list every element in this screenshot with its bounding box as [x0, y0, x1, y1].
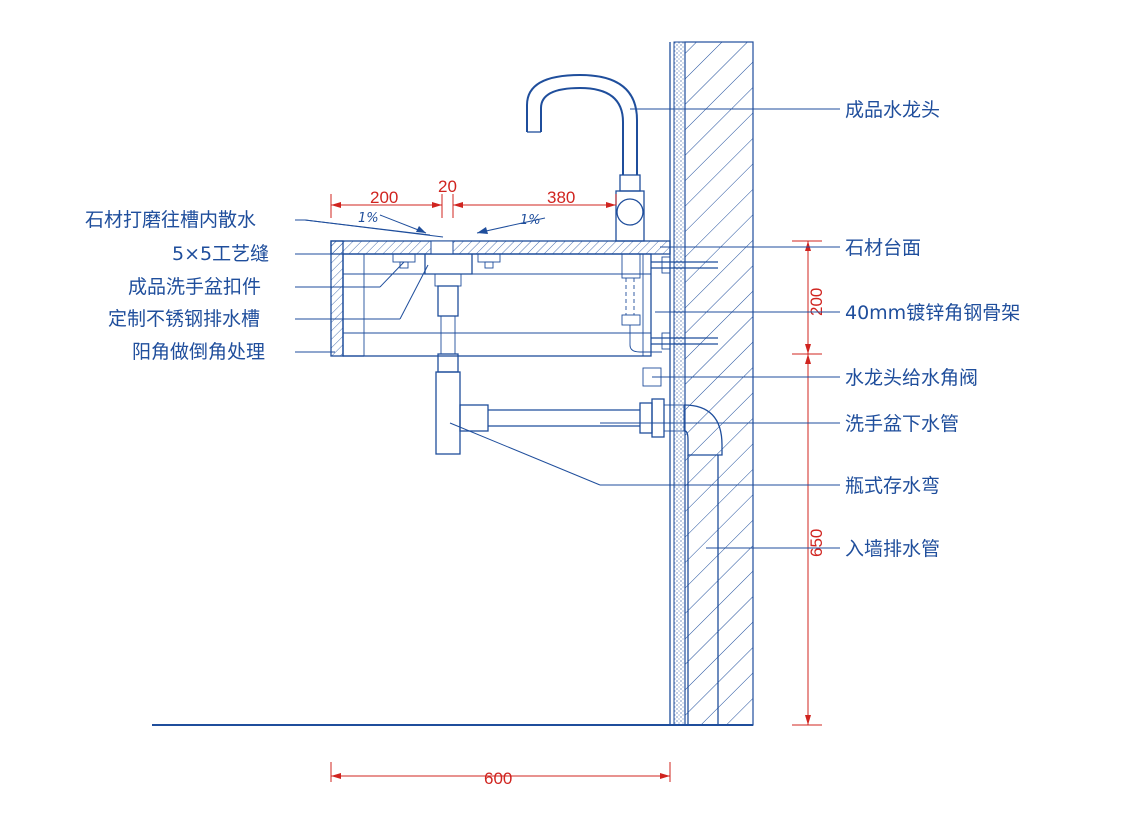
faucet [526, 73, 674, 387]
slope-indicators: 1% 1% [358, 211, 546, 234]
label-stone-top: 石材台面 [845, 237, 921, 259]
drain-assembly [424, 254, 723, 725]
label-steel-trough: 定制不锈钢排水槽 [108, 308, 260, 330]
label-groove: 石材打磨往槽内散水 [85, 209, 256, 231]
steel-frame [342, 253, 718, 357]
basin-clips [392, 253, 501, 269]
left-leaders [295, 219, 444, 353]
dim-600: 600 [484, 769, 512, 788]
right-dimensions: 200 650 [792, 240, 826, 726]
label-faucet: 成品水龙头 [845, 99, 940, 121]
bottom-dimension: 600 [330, 762, 671, 788]
label-wall-drain: 入墙排水管 [845, 538, 940, 560]
slope-left-label: 1% [358, 211, 379, 226]
label-drain-pipe: 洗手盆下水管 [845, 413, 959, 435]
dim-200-right: 200 [807, 288, 826, 316]
slope-right-label: 1% [520, 213, 541, 228]
label-basin-clip: 成品洗手盆扣件 [128, 276, 261, 298]
label-angle-valve: 水龙头给水角阀 [845, 367, 978, 389]
label-craft-seam: 5×5工艺缝 [172, 243, 269, 265]
dim-650: 650 [807, 529, 826, 557]
label-steel-frame: 40mm镀锌角钢骨架 [845, 302, 1020, 324]
top-dimensions: 200 20 380 [330, 177, 617, 218]
stone-countertop [330, 240, 671, 357]
right-leaders [449, 108, 840, 549]
wall [669, 41, 754, 726]
dim-200-top: 200 [370, 188, 398, 207]
label-corner: 阳角做倒角处理 [132, 341, 265, 363]
label-bottle-trap: 瓶式存水弯 [845, 475, 940, 497]
dim-20: 20 [438, 177, 457, 196]
dim-380: 380 [547, 188, 575, 207]
